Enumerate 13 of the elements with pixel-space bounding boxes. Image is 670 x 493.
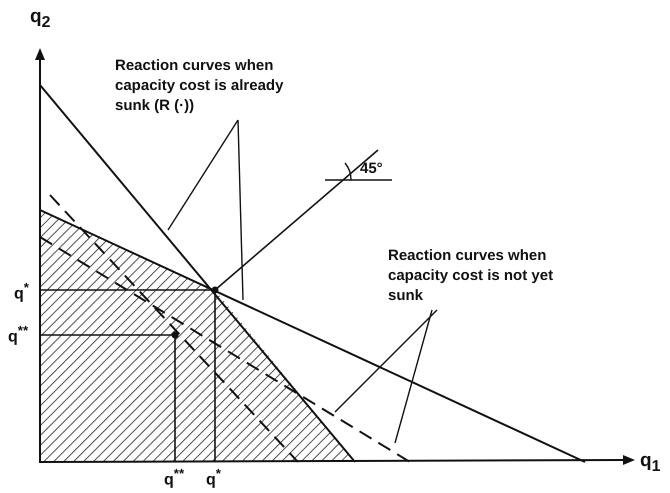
tick-label: q$^{*}$ [206, 466, 221, 490]
angle-label: 45° [360, 160, 383, 177]
tick-label: q$^{**}$ [164, 466, 184, 490]
leader-line [167, 120, 239, 230]
leader-line [394, 310, 433, 444]
annotation-text: Reaction curves when capacity cost is already sunk (R (·)) [115, 56, 300, 116]
tick-label: q$^{*}$ [14, 280, 29, 304]
axis-label: q$_{1}$ [640, 450, 660, 476]
tick-label: q$^{**}$ [8, 323, 28, 346]
axis-label: q$_{2}$ [30, 6, 50, 32]
leader-line [237, 120, 244, 300]
leader-line [334, 310, 438, 412]
annotation-text: Reaction curves when capacity cost is not yet sunk [388, 246, 573, 306]
